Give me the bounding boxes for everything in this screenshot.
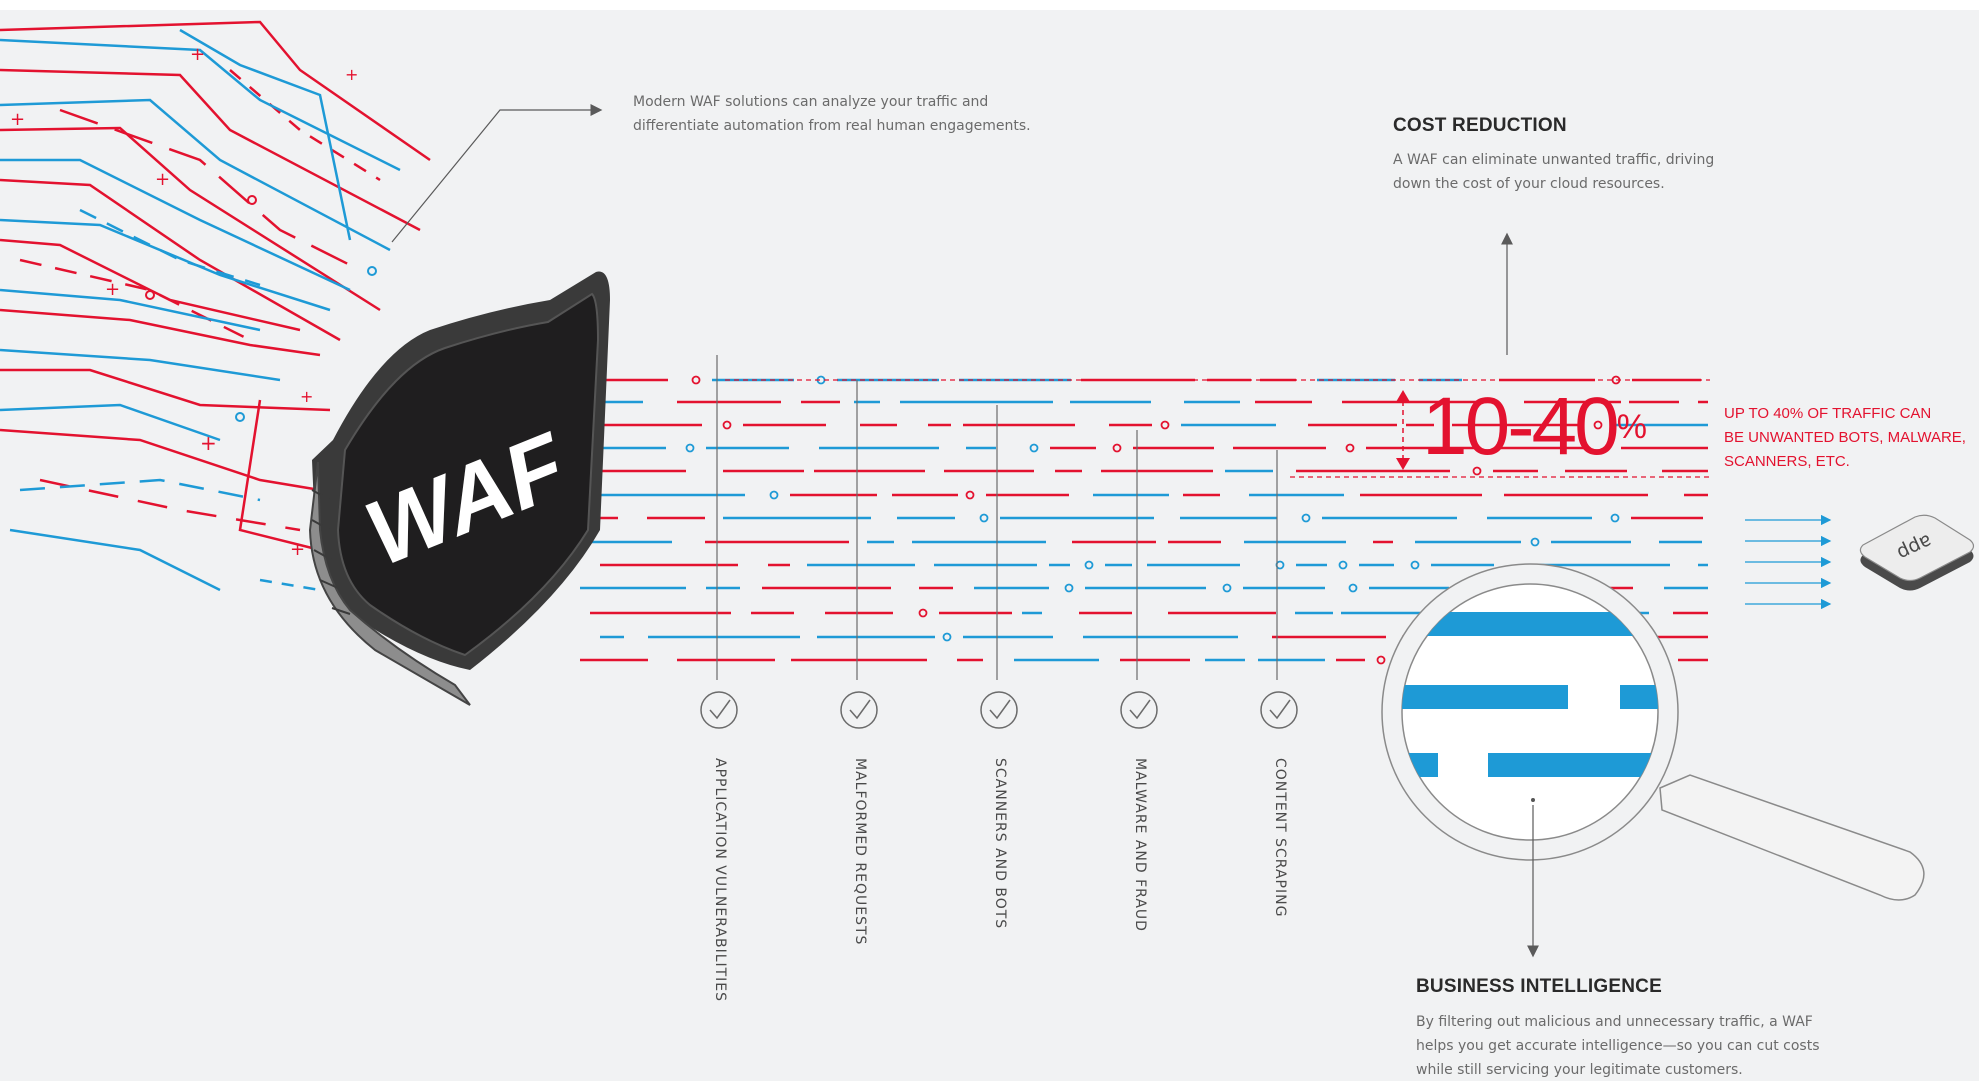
traffic-packet bbox=[942, 632, 952, 642]
business-intelligence-title: BUSINESS INTELLIGENCE bbox=[1416, 976, 1662, 997]
app-tile: app bbox=[1859, 514, 1975, 591]
category-malformed-requests: MALFORMED REQUESTS bbox=[852, 758, 868, 946]
traffic-packet bbox=[1610, 513, 1620, 523]
waf-shield: WAF bbox=[308, 271, 610, 706]
traffic-packet bbox=[722, 420, 732, 430]
traffic-packet bbox=[1348, 583, 1358, 593]
traffic-packet bbox=[965, 490, 975, 500]
unwanted-note-line: SCANNERS, ETC. bbox=[1724, 453, 1850, 470]
check-icon bbox=[700, 691, 738, 729]
traffic-packet bbox=[979, 513, 989, 523]
cost-reduction-title: COST REDUCTION bbox=[1393, 115, 1567, 136]
incoming-traffic-lines: + + + + + + + + bbox=[0, 20, 431, 592]
unwanted-note-line: BE UNWANTED BOTS, MALWARE, bbox=[1724, 429, 1966, 446]
waf-diagram: + + + + + + + + bbox=[0, 10, 1979, 1081]
traffic-packet bbox=[1112, 443, 1122, 453]
cost-reduction-line: down the cost of your cloud resources. bbox=[1393, 176, 1665, 192]
traffic-packet bbox=[1338, 560, 1348, 570]
automation-annotation: Modern WAF solutions can analyze your tr… bbox=[633, 90, 1031, 138]
filter-check-icons bbox=[700, 691, 1298, 729]
traffic-packet bbox=[691, 375, 701, 385]
automation-annotation-line: Modern WAF solutions can analyze your tr… bbox=[633, 94, 989, 110]
annotation-pointer-arrow bbox=[391, 104, 603, 243]
check-icon bbox=[1260, 691, 1298, 729]
traffic-packet bbox=[1376, 655, 1386, 665]
magnifier-icon bbox=[1381, 563, 1925, 901]
clean-traffic-arrows bbox=[1745, 514, 1832, 610]
traffic-packet bbox=[1345, 443, 1355, 453]
svg-text:+: + bbox=[300, 387, 313, 406]
unwanted-percentage-stat: 10-40% bbox=[1422, 386, 1647, 468]
svg-text:+: + bbox=[155, 169, 170, 190]
traffic-packet bbox=[769, 490, 779, 500]
svg-text:+: + bbox=[200, 431, 217, 455]
traffic-packet bbox=[1472, 466, 1482, 476]
traffic-packet bbox=[1084, 560, 1094, 570]
unwanted-range-indicator bbox=[725, 379, 1710, 478]
filtered-traffic-lines bbox=[580, 375, 1708, 665]
traffic-packet bbox=[1064, 583, 1074, 593]
svg-text:+: + bbox=[105, 279, 120, 300]
check-icon bbox=[840, 691, 878, 729]
business-intelligence-line: By filtering out malicious and unnecessa… bbox=[1416, 1014, 1813, 1030]
traffic-packet bbox=[1160, 420, 1170, 430]
traffic-packet bbox=[1593, 420, 1603, 430]
svg-text:+: + bbox=[10, 109, 25, 130]
business-intelligence-line: while still servicing your legitimate cu… bbox=[1416, 1062, 1743, 1078]
traffic-packet bbox=[1530, 537, 1540, 547]
svg-text:+: + bbox=[190, 44, 205, 65]
category-scanners-and-bots: SCANNERS AND BOTS bbox=[992, 758, 1008, 930]
stat-unit: % bbox=[1616, 408, 1647, 446]
business-intelligence-text: By filtering out malicious and unnecessa… bbox=[1416, 1010, 1820, 1081]
check-icon bbox=[1120, 691, 1158, 729]
cost-reduction-text: A WAF can eliminate unwanted traffic, dr… bbox=[1393, 148, 1714, 196]
traffic-packet bbox=[685, 443, 695, 453]
category-content-scraping: CONTENT SCRAPING bbox=[1272, 758, 1288, 918]
traffic-packet bbox=[1029, 443, 1039, 453]
svg-text:+: + bbox=[345, 65, 358, 84]
cost-reduction-line: A WAF can eliminate unwanted traffic, dr… bbox=[1393, 152, 1715, 168]
filter-stage-lines bbox=[716, 355, 1278, 680]
traffic-packet bbox=[1222, 583, 1232, 593]
check-icon bbox=[980, 691, 1018, 729]
category-application-vulnerabilities: APPLICATION VULNERABILITIES bbox=[712, 758, 728, 1003]
traffic-packet bbox=[918, 608, 928, 618]
traffic-packet bbox=[1410, 560, 1420, 570]
business-intelligence-line: helps you get accurate intelligence—so y… bbox=[1416, 1038, 1820, 1054]
unwanted-traffic-note: UP TO 40% OF TRAFFIC CAN BE UNWANTED BOT… bbox=[1724, 402, 1966, 474]
unwanted-note-line: UP TO 40% OF TRAFFIC CAN bbox=[1724, 405, 1932, 422]
svg-text:+: + bbox=[290, 539, 305, 560]
category-malware-and-fraud: MALWARE AND FRAUD bbox=[1132, 758, 1148, 932]
stat-value: 10-40 bbox=[1422, 381, 1620, 472]
traffic-packet bbox=[1301, 513, 1311, 523]
automation-annotation-line: differentiate automation from real human… bbox=[633, 118, 1031, 134]
diagram-artwork: + + + + + + + + bbox=[0, 20, 1975, 958]
